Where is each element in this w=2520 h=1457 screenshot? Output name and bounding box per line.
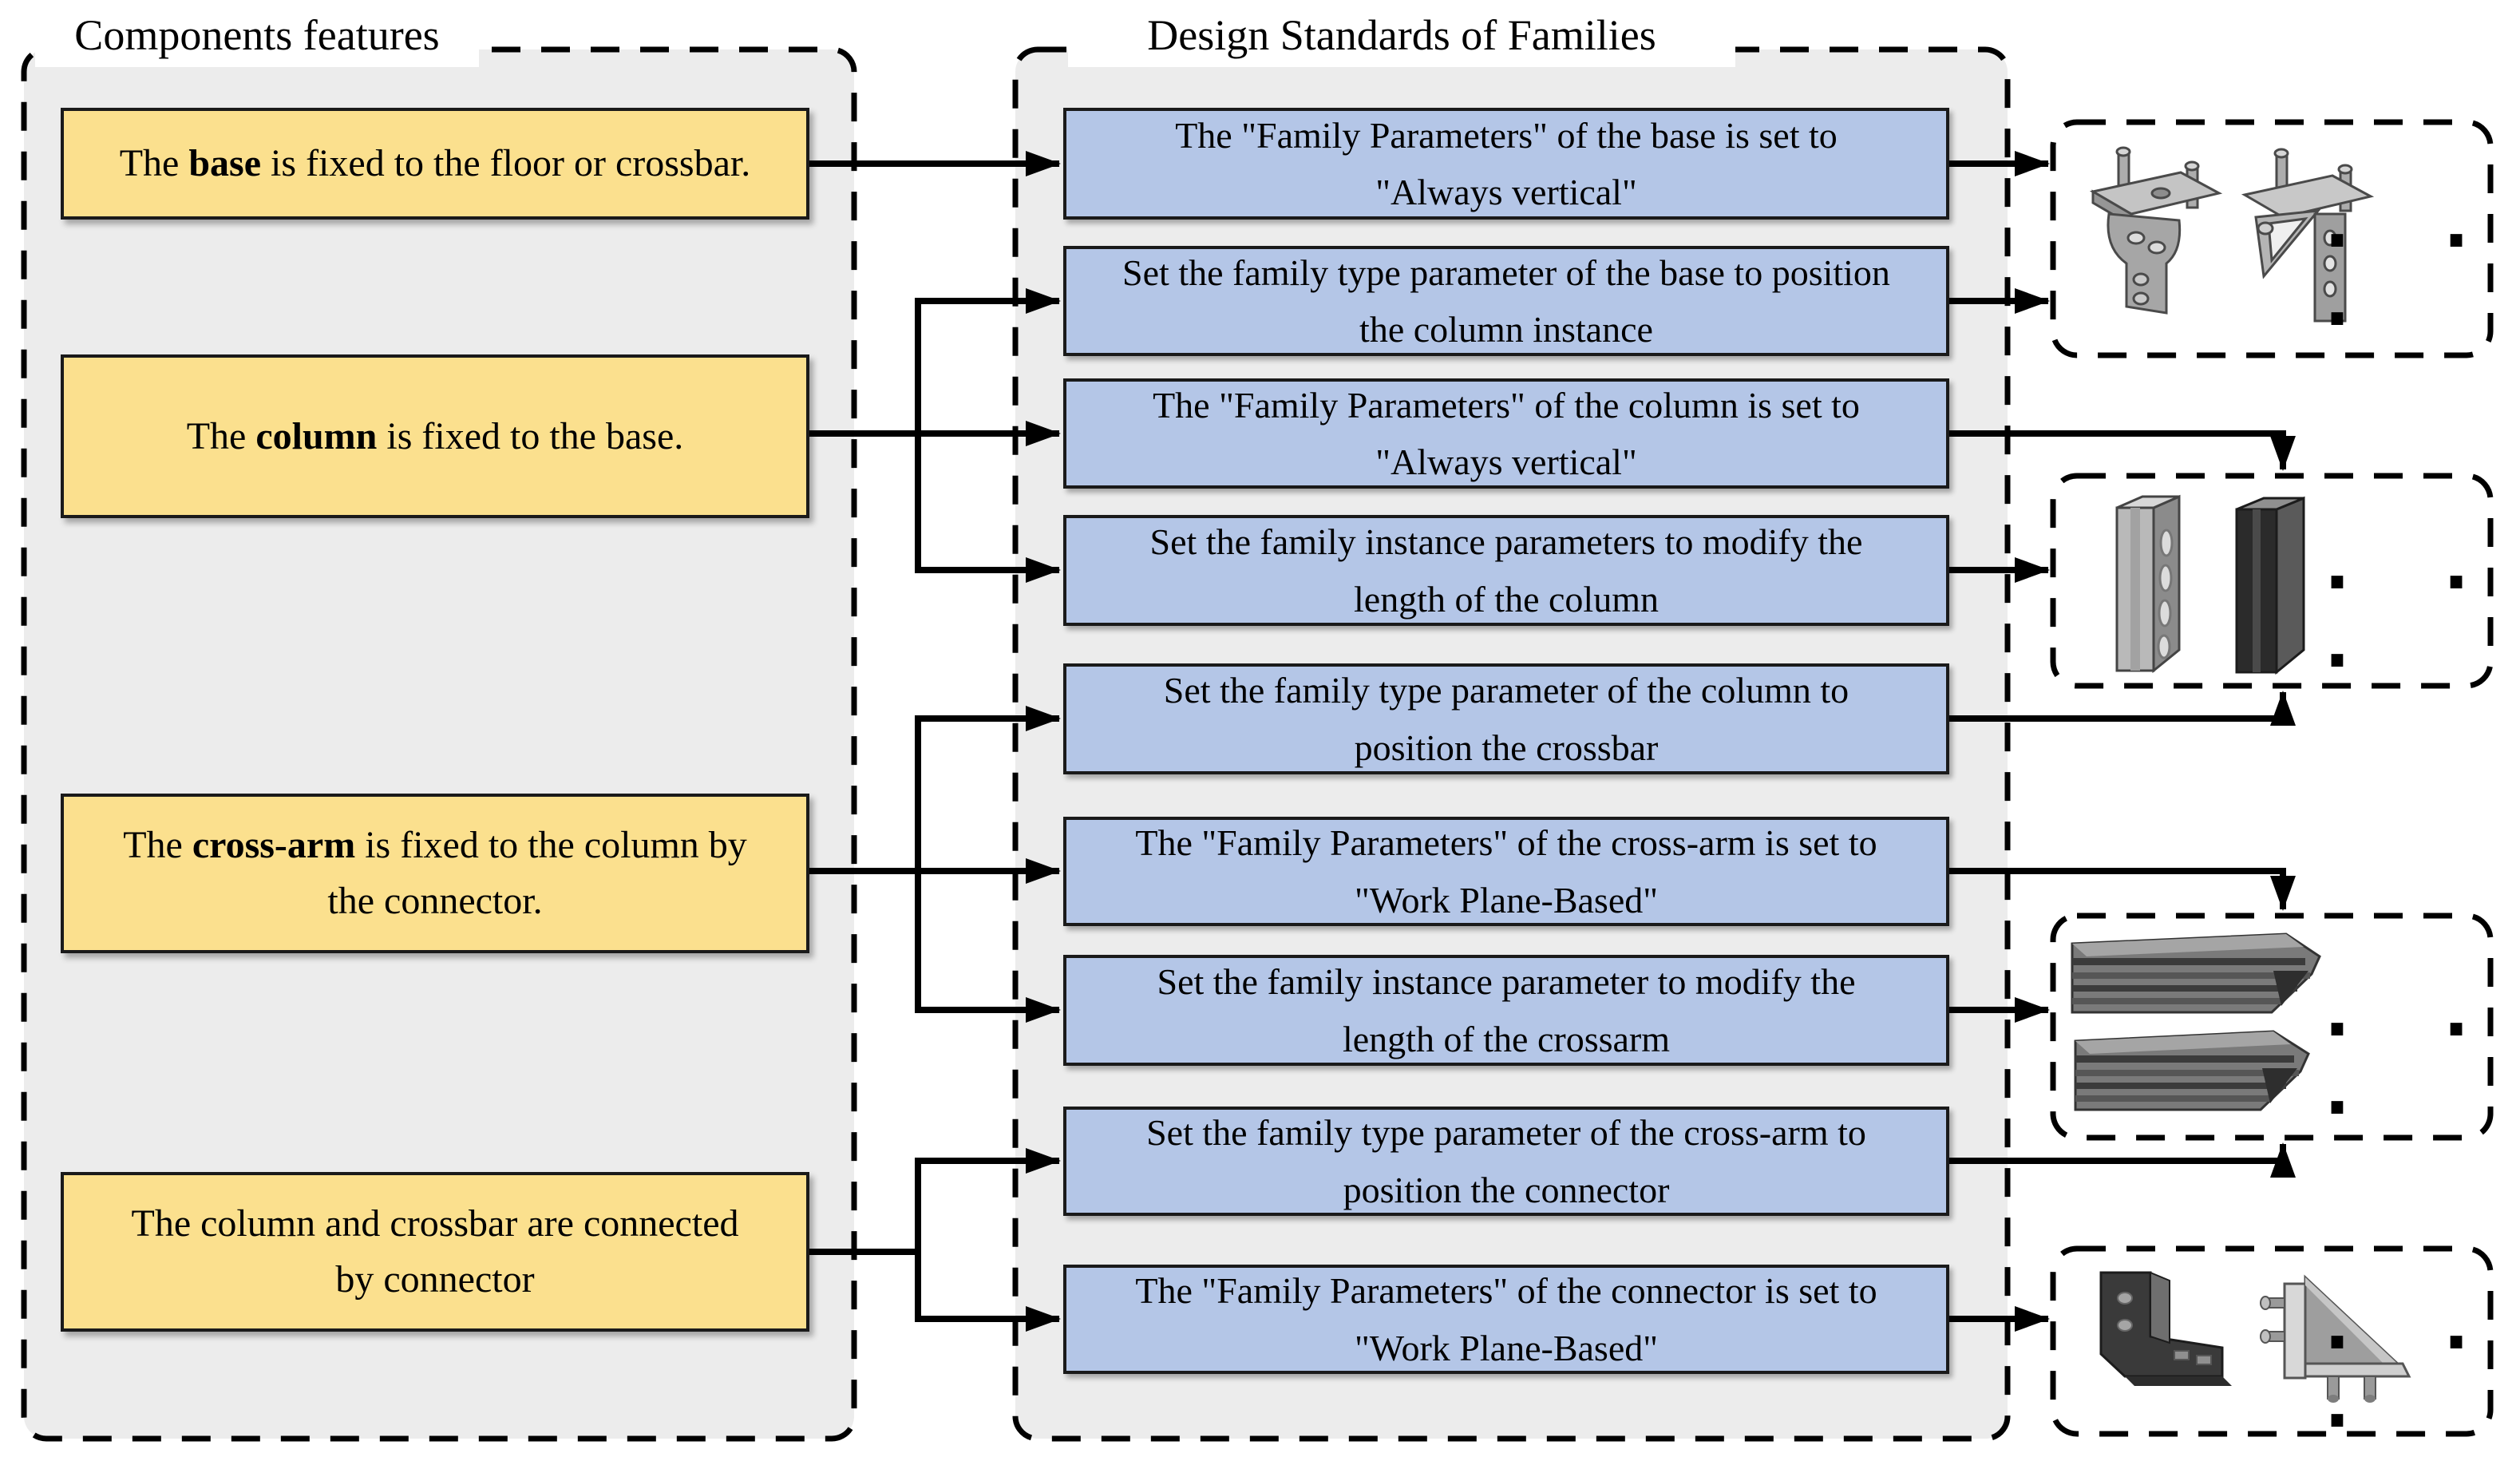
crossarm-family-ellipsis: · · · <box>2324 990 2505 1146</box>
feature-box-base: The base is fixed to the floor or crossb… <box>61 108 809 220</box>
standard-box-6: The "Family Parameters" of the cross-arm… <box>1063 817 1949 926</box>
standard-box-4-text: Set the family instance parameters to mo… <box>1149 521 1863 620</box>
standard-box-6-text: The "Family Parameters" of the cross-arm… <box>1135 822 1877 921</box>
standard-box-2: Set the family type parameter of the bas… <box>1063 246 1949 356</box>
standard-box-1-text: The "Family Parameters" of the base is s… <box>1175 114 1838 212</box>
feature-box-connector-text: The column and crossbar are connected by… <box>131 1202 739 1301</box>
arrow-std5-to-column <box>1949 691 2296 726</box>
connector-family-ellipsis: · · · <box>2324 1303 2505 1457</box>
base-family-ellipsis: · · · <box>2324 201 2505 358</box>
arrow-std6-to-crossarm <box>1949 868 2296 911</box>
arrow-column-to-std2 <box>915 288 1061 434</box>
column-variants-3d-image <box>2115 494 2305 675</box>
feature-box-crossarm-text: The cross-arm is fixed to the column by … <box>123 824 747 922</box>
components-features-title-text: Components features <box>74 11 440 59</box>
crossarm-variants-3d-image <box>2071 932 2321 1111</box>
base-variants-3d-image <box>2089 146 2375 323</box>
standard-box-8: Set the family type parameter of the cro… <box>1063 1107 1949 1216</box>
standard-box-1: The "Family Parameters" of the base is s… <box>1063 108 1949 220</box>
column-family-ellipsis: · · · <box>2324 543 2505 699</box>
standard-box-7-text: Set the family instance parameter to mod… <box>1157 961 1856 1059</box>
arrow-connector-to-std9 <box>915 1252 1061 1332</box>
feature-box-column: The column is fixed to the base. <box>61 354 809 518</box>
feature-box-base-text: The base is fixed to the floor or crossb… <box>119 142 751 185</box>
standard-box-5-text: Set the family type parameter of the col… <box>1163 670 1849 768</box>
standard-box-8-text: Set the family type parameter of the cro… <box>1146 1112 1866 1210</box>
arrow-connector-to-std8 <box>915 1148 1061 1252</box>
feature-box-crossarm: The cross-arm is fixed to the column by … <box>61 794 809 953</box>
standard-box-7: Set the family instance parameter to mod… <box>1063 955 1949 1066</box>
standard-box-4: Set the family instance parameters to mo… <box>1063 515 1949 626</box>
components-features-title: Components features <box>35 3 479 67</box>
standard-box-9-text: The "Family Parameters" of the connector… <box>1135 1270 1877 1368</box>
design-standards-title-text: Design Standards of Families <box>1147 11 1656 59</box>
standard-box-3-text: The "Family Parameters" of the column is… <box>1153 384 1860 482</box>
arrow-crossarm-to-std7 <box>915 871 1061 1023</box>
standard-box-3: The "Family Parameters" of the column is… <box>1063 378 1949 489</box>
arrow-column-to-std4 <box>915 434 1061 583</box>
arrow-std3-to-column <box>1949 430 2296 471</box>
feature-box-connector: The column and crossbar are connected by… <box>61 1172 809 1332</box>
feature-to-standard-arrows <box>809 151 1061 1332</box>
design-standards-title: Design Standards of Families <box>1068 3 1735 67</box>
standard-box-5: Set the family type parameter of the col… <box>1063 663 1949 774</box>
feature-box-column-text: The column is fixed to the base. <box>186 414 684 457</box>
arrow-std8-to-crossarm <box>1949 1142 2296 1178</box>
standard-box-2-text: Set the family type parameter of the bas… <box>1122 251 1890 350</box>
standard-to-family-arrows <box>1949 151 2296 1332</box>
arrow-crossarm-to-std5 <box>915 706 1061 871</box>
connector-variants-3d-image <box>2099 1271 2411 1403</box>
standard-box-9: The "Family Parameters" of the connector… <box>1063 1265 1949 1374</box>
